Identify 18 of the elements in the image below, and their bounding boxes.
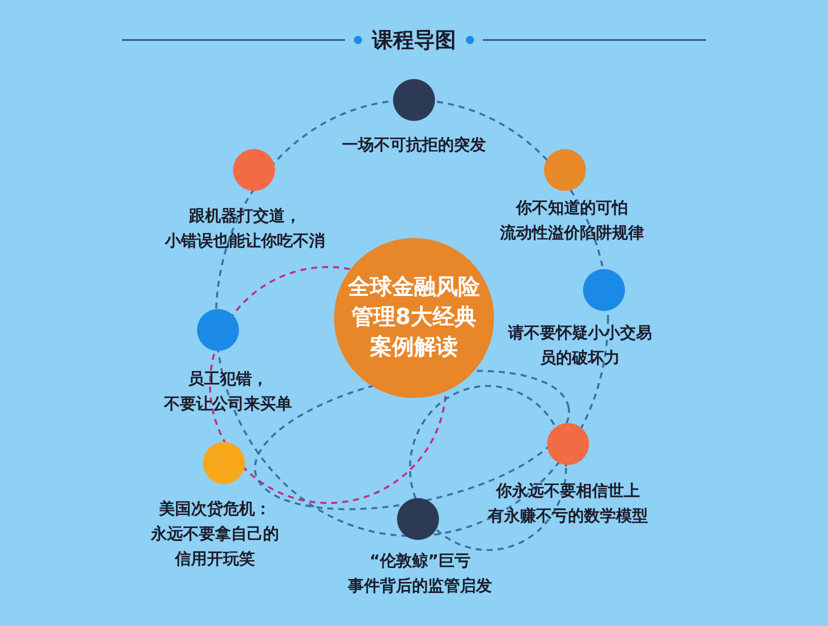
case-caption: 请不要怀疑小小交易员的破坏力 [508, 322, 652, 369]
case-caption: 员工犯错，不要让公司来买单 [164, 368, 292, 415]
case-caption: “伦敦鲸”巨亏事件背后的监管启发 [348, 550, 492, 597]
case-caption: 你永远不要相信世上有永赚不亏的数学模型 [488, 480, 648, 527]
circle-marker [544, 149, 586, 191]
title: 课程导图 [372, 27, 456, 54]
topic-text: 全球金融风险管理8大经典案例解读 [346, 274, 481, 362]
circle-marker [233, 149, 275, 191]
case-caption: 一场不可抗拒的突发 [342, 134, 486, 156]
case-caption: 跟机器打交道，小错误也能让你吃不消 [165, 205, 325, 252]
circle-marker [197, 309, 239, 351]
circle-marker [203, 442, 245, 484]
circle-marker [393, 79, 435, 121]
case-caption: 你不知道的可怕流动性溢价陷阱规律 [500, 197, 644, 244]
circle-marker [547, 423, 589, 465]
case-caption: 美国次贷危机：永远不要拿自己的信用开玩笑 [151, 498, 279, 570]
circle-marker [583, 269, 625, 311]
circle-marker [397, 498, 439, 540]
